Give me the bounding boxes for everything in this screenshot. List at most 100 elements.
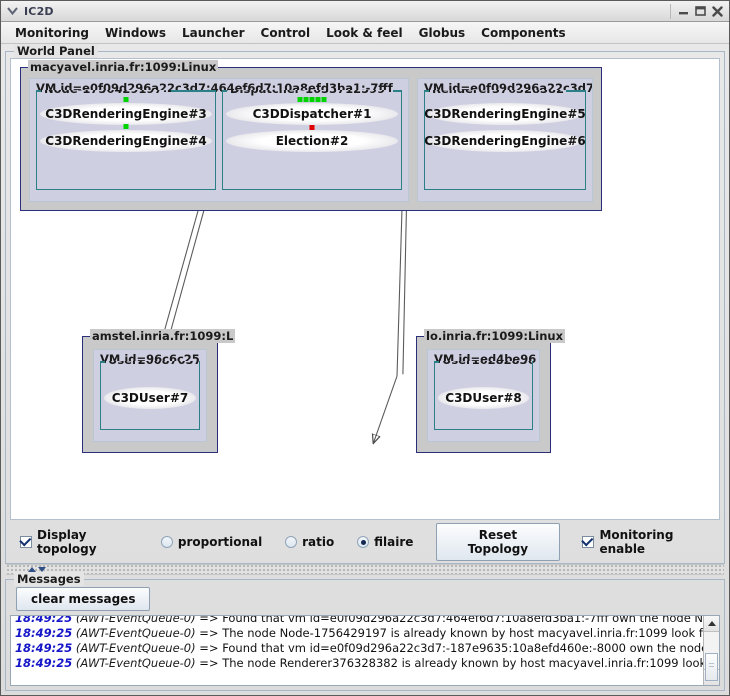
collapse-up-icon[interactable] bbox=[28, 567, 36, 572]
active-object-c3drenderingengine5[interactable]: C3DRenderingEngine#5 bbox=[425, 101, 585, 127]
node-label-user20087037: User20087037 bbox=[106, 361, 199, 367]
vm-panel-96c6c25[interactable]: VM id=96c6c25 User20087037 C3DUser#7 bbox=[93, 349, 207, 442]
active-object-c3duser7[interactable]: C3DUser#7 bbox=[104, 385, 196, 411]
menu-components[interactable]: Components bbox=[481, 25, 566, 40]
scroll-up-button[interactable] bbox=[704, 616, 719, 632]
active-object-c3drenderingengine3[interactable]: C3DRenderingEngine#3 bbox=[40, 97, 212, 127]
radio-circle bbox=[160, 536, 173, 548]
host-panel-lo[interactable]: lo.inria.fr:1099:Linux VM id=ed4be96 Use… bbox=[416, 329, 566, 453]
messages-scroll-area[interactable]: 18:49:25 (AWT-EventQueue-0) => The node … bbox=[10, 615, 720, 686]
menu-look-and-feel[interactable]: Look & feel bbox=[326, 25, 403, 40]
status-dot-green bbox=[315, 97, 321, 102]
maximize-icon[interactable] bbox=[692, 4, 709, 19]
vm-panel-8000[interactable]: VM id=e0f09d296a22c3d7:- Renderer3763283… bbox=[417, 78, 593, 202]
monitoring-enable-checkbox[interactable]: Monitoring enable bbox=[582, 528, 710, 556]
host-inner-lo: VM id=ed4be96 User16282836 C3DUser#8 bbox=[427, 349, 540, 442]
node-label-user16282836: User16282836 bbox=[440, 361, 532, 367]
active-object-label: C3DRenderingEngine#5 bbox=[424, 107, 586, 121]
node-panel-user16282836[interactable]: User16282836 C3DUser#8 bbox=[434, 361, 533, 430]
message-thread: (AWT-EventQueue-0) bbox=[75, 641, 196, 655]
menu-monitoring[interactable]: Monitoring bbox=[15, 25, 89, 40]
active-object-label: C3DUser#8 bbox=[445, 391, 522, 405]
scroll-up-icon bbox=[707, 621, 716, 626]
menu-launcher[interactable]: Launcher bbox=[181, 25, 245, 40]
active-object-c3duser8[interactable]: C3DUser#8 bbox=[438, 385, 529, 411]
window-menu-icon[interactable] bbox=[4, 4, 20, 18]
message-row: 18:49:25 (AWT-EventQueue-0) => Found tha… bbox=[11, 616, 703, 626]
status-dots-top bbox=[297, 97, 327, 102]
radio-ratio[interactable]: ratio bbox=[285, 535, 334, 549]
node-label-dispatcher: Dispatcher-1033712599 bbox=[228, 90, 388, 96]
radio-ratio-label: ratio bbox=[302, 535, 335, 549]
close-icon[interactable] bbox=[709, 4, 726, 19]
collapse-down-icon[interactable] bbox=[38, 567, 46, 572]
active-object-ellipse bbox=[40, 130, 212, 152]
message-row: 18:49:25 (AWT-EventQueue-0) => The node … bbox=[11, 626, 703, 641]
checkbox-box bbox=[582, 536, 595, 548]
host-panel-macyavel[interactable]: macyavel.inria.fr:1099:Linux VM id=e0f09… bbox=[20, 60, 602, 211]
monitoring-enable-label: Monitoring enable bbox=[599, 528, 674, 556]
active-object-ellipse bbox=[104, 387, 196, 409]
radio-filaire[interactable]: filaire bbox=[357, 535, 413, 549]
display-topology-label: Display topology bbox=[37, 528, 97, 556]
active-object-label: C3DRenderingEngine#6 bbox=[424, 134, 586, 148]
status-dots-bottom bbox=[309, 125, 315, 130]
display-topology-checkbox[interactable]: Display topology bbox=[20, 528, 138, 556]
node-panel-user20087037[interactable]: User20087037 C3DUser#7 bbox=[100, 361, 200, 430]
messages-vertical-scrollbar[interactable] bbox=[703, 616, 719, 685]
host-panel-amstel[interactable]: amstel.inria.fr:1099:L VM id=96c6c25 Use… bbox=[82, 329, 236, 453]
menu-windows[interactable]: Windows bbox=[105, 25, 166, 40]
main-content: World Panel bbox=[1, 44, 729, 695]
checkbox-box bbox=[20, 536, 32, 548]
window-title: IC2D bbox=[24, 4, 54, 18]
clear-messages-button[interactable]: clear messages bbox=[16, 587, 151, 611]
status-dot-green bbox=[123, 124, 129, 129]
messages-panel-title: Messages bbox=[14, 572, 84, 586]
message-thread: (AWT-EventQueue-0) bbox=[75, 626, 196, 640]
status-dot-green bbox=[297, 97, 303, 102]
message-time: 18:49:25 bbox=[15, 626, 73, 640]
menu-bar: Monitoring Windows Launcher Control Look… bbox=[1, 22, 729, 44]
active-object-election2[interactable]: Election#2 bbox=[226, 128, 398, 154]
active-object-c3drenderingengine4[interactable]: C3DRenderingEngine#4 bbox=[40, 124, 212, 154]
node-panel-renderer[interactable]: Renderer376328382 C3DRenderingEngine#5 C… bbox=[424, 90, 586, 190]
radio-proportional[interactable]: proportional bbox=[160, 535, 263, 549]
node-border-left-stub bbox=[425, 90, 429, 92]
menu-control[interactable]: Control bbox=[260, 25, 311, 40]
vm-panel-ed4be96[interactable]: VM id=ed4be96 User16282836 C3DUser#8 bbox=[427, 349, 540, 442]
message-time: 18:49:25 bbox=[15, 656, 73, 670]
active-object-c3ddispatcher1[interactable]: C3DDispatcher#1 bbox=[226, 97, 398, 130]
node-panel-dispatcher[interactable]: Dispatcher-1033712599 bbox=[222, 90, 402, 190]
reset-topology-button[interactable]: Reset Topology bbox=[436, 523, 560, 561]
node-border-right-stub bbox=[559, 90, 585, 92]
world-panel-title: World Panel bbox=[14, 44, 98, 58]
divider-arrows bbox=[28, 567, 46, 572]
active-object-c3drenderingengine6[interactable]: C3DRenderingEngine#6 bbox=[425, 128, 585, 154]
vm-panel-7fff[interactable]: VM id=e0f09d296a22c3d7:464ef6d7:10a8efd3… bbox=[29, 78, 409, 202]
host-label-amstel: amstel.inria.fr:1099:L bbox=[90, 329, 236, 343]
node-border-left-stub bbox=[435, 361, 439, 363]
host-label-macyavel: macyavel.inria.fr:1099:Linux bbox=[28, 60, 219, 74]
active-object-label: C3DRenderingEngine#4 bbox=[45, 134, 207, 148]
message-time: 18:49:25 bbox=[15, 616, 73, 625]
menu-globus[interactable]: Globus bbox=[418, 25, 466, 40]
radio-proportional-label: proportional bbox=[177, 535, 263, 549]
topology-canvas[interactable]: macyavel.inria.fr:1099:Linux VM id=e0f09… bbox=[10, 58, 720, 520]
host-inner-amstel: VM id=96c6c25 User20087037 C3DUser#7 bbox=[93, 349, 207, 442]
clear-messages-wrap: clear messages bbox=[6, 580, 724, 615]
topology-options-bar: Display topology proportional ratio fila… bbox=[10, 523, 720, 561]
active-object-label: C3DDispatcher#1 bbox=[252, 107, 372, 121]
message-text: => Found that vm id=e0f09d296a22c3d7:-18… bbox=[199, 641, 703, 655]
node-border-left-stub bbox=[223, 90, 227, 92]
message-thread: (AWT-EventQueue-0) bbox=[75, 656, 196, 670]
node-panel-node-1756429197[interactable]: Node-1756429197 C3DRenderingEngine#3 bbox=[36, 90, 216, 190]
scroll-thumb[interactable] bbox=[705, 653, 718, 682]
node-label-node-1756429197: Node-1756429197 bbox=[42, 90, 165, 96]
split-pane-divider[interactable] bbox=[6, 564, 724, 575]
active-object-ellipse bbox=[428, 130, 582, 152]
active-object-ellipse bbox=[428, 103, 582, 125]
minimize-icon[interactable] bbox=[675, 4, 692, 19]
scroll-track[interactable] bbox=[704, 632, 719, 682]
status-dot-green bbox=[123, 97, 129, 102]
